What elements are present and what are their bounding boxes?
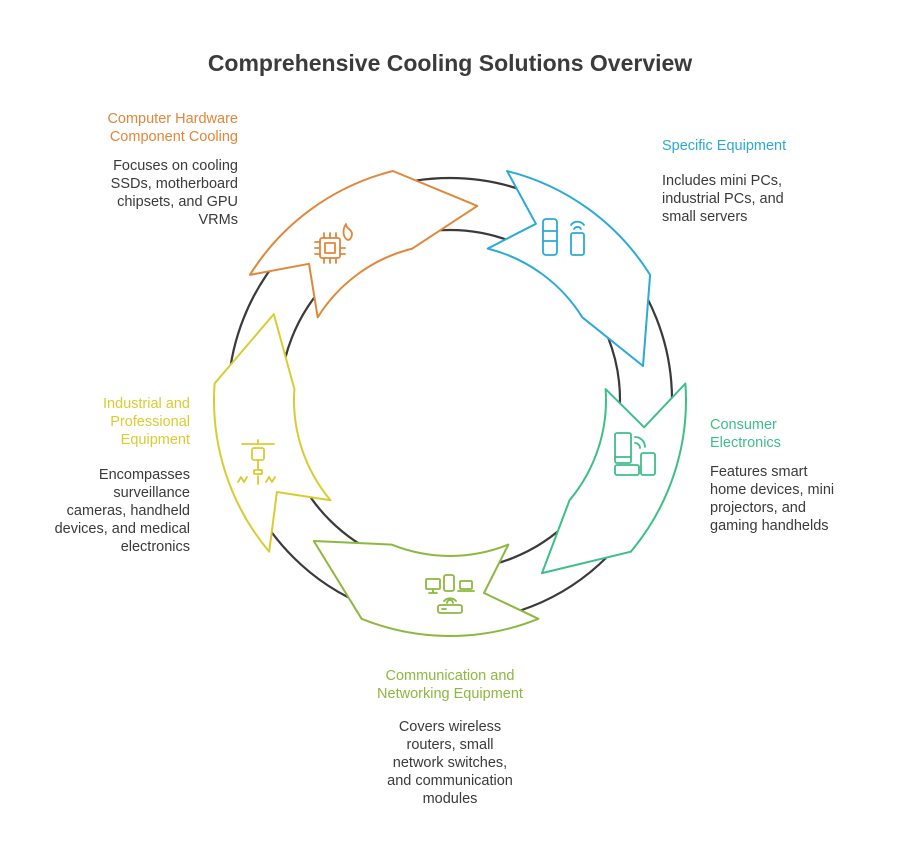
description-line: chipsets, and GPU bbox=[117, 194, 238, 210]
description-line: home devices, mini bbox=[710, 482, 835, 498]
description-line: and communication bbox=[387, 773, 513, 789]
industrial-segment-arrow bbox=[213, 313, 332, 553]
heading-line: Electronics bbox=[710, 435, 781, 451]
heading-line: Communication and bbox=[385, 668, 515, 684]
description-line: gaming handhelds bbox=[710, 518, 829, 534]
description-line: VRMs bbox=[198, 212, 238, 228]
communication-description: Covers wireless routers, small network s… bbox=[340, 718, 560, 808]
description-line: routers, small bbox=[406, 737, 494, 753]
consumer-heading: Consumer Electronics bbox=[710, 416, 890, 452]
communication-heading: Communication and Networking Equipment bbox=[340, 667, 560, 703]
consumer-description: Features smart home devices, mini projec… bbox=[710, 463, 890, 535]
description-line: small servers bbox=[662, 209, 748, 225]
smart-devices-icon bbox=[614, 432, 656, 476]
heading-line: Consumer bbox=[710, 417, 777, 433]
hardware-description: Focuses on cooling SSDs, motherboard chi… bbox=[60, 157, 238, 229]
description-line: electronics bbox=[120, 539, 190, 555]
description-line: Encompasses bbox=[98, 467, 190, 483]
description-line: surveillance bbox=[113, 485, 190, 501]
industrial-description: Encompasses surveillance cameras, handhe… bbox=[20, 466, 190, 556]
hardware-heading: Computer Hardware Component Cooling bbox=[60, 110, 238, 146]
description-line: Features smart bbox=[710, 464, 808, 480]
heading-line: Equipment bbox=[120, 432, 190, 448]
specific-heading: Specific Equipment bbox=[662, 137, 862, 155]
specific-description: Includes mini PCs, industrial PCs, and s… bbox=[662, 172, 862, 226]
description-line: network switches, bbox=[392, 755, 508, 771]
heading-line: Industrial and bbox=[102, 396, 190, 412]
industrial-drill-icon bbox=[237, 439, 276, 485]
heading-line: Component Cooling bbox=[109, 129, 238, 145]
network-router-icon bbox=[425, 574, 475, 614]
consumer-segment-arrow bbox=[541, 382, 687, 575]
description-line: devices, and medical bbox=[54, 521, 190, 537]
page-title: Comprehensive Cooling Solutions Overview bbox=[207, 50, 693, 76]
description-line: Focuses on cooling bbox=[113, 158, 238, 174]
cpu-chip-flame-icon bbox=[314, 223, 353, 264]
description-line: Includes mini PCs, bbox=[662, 173, 783, 189]
industrial-heading: Industrial and Professional Equipment bbox=[20, 395, 190, 449]
description-line: cameras, handheld bbox=[66, 503, 190, 519]
description-line: Covers wireless bbox=[398, 719, 502, 735]
description-line: modules bbox=[422, 791, 478, 807]
heading-line: Specific Equipment bbox=[662, 138, 787, 154]
heading-line: Networking Equipment bbox=[377, 686, 523, 702]
hardware-segment-arrow bbox=[248, 170, 479, 319]
description-line: industrial PCs, and bbox=[662, 191, 784, 207]
heading-line: Computer Hardware bbox=[107, 111, 238, 127]
heading-line: Professional bbox=[110, 414, 190, 430]
description-line: projectors, and bbox=[710, 500, 806, 516]
specific-segment-arrow bbox=[486, 170, 652, 367]
description-line: SSDs, motherboard bbox=[110, 176, 238, 192]
mini-pc-server-icon bbox=[542, 218, 585, 256]
